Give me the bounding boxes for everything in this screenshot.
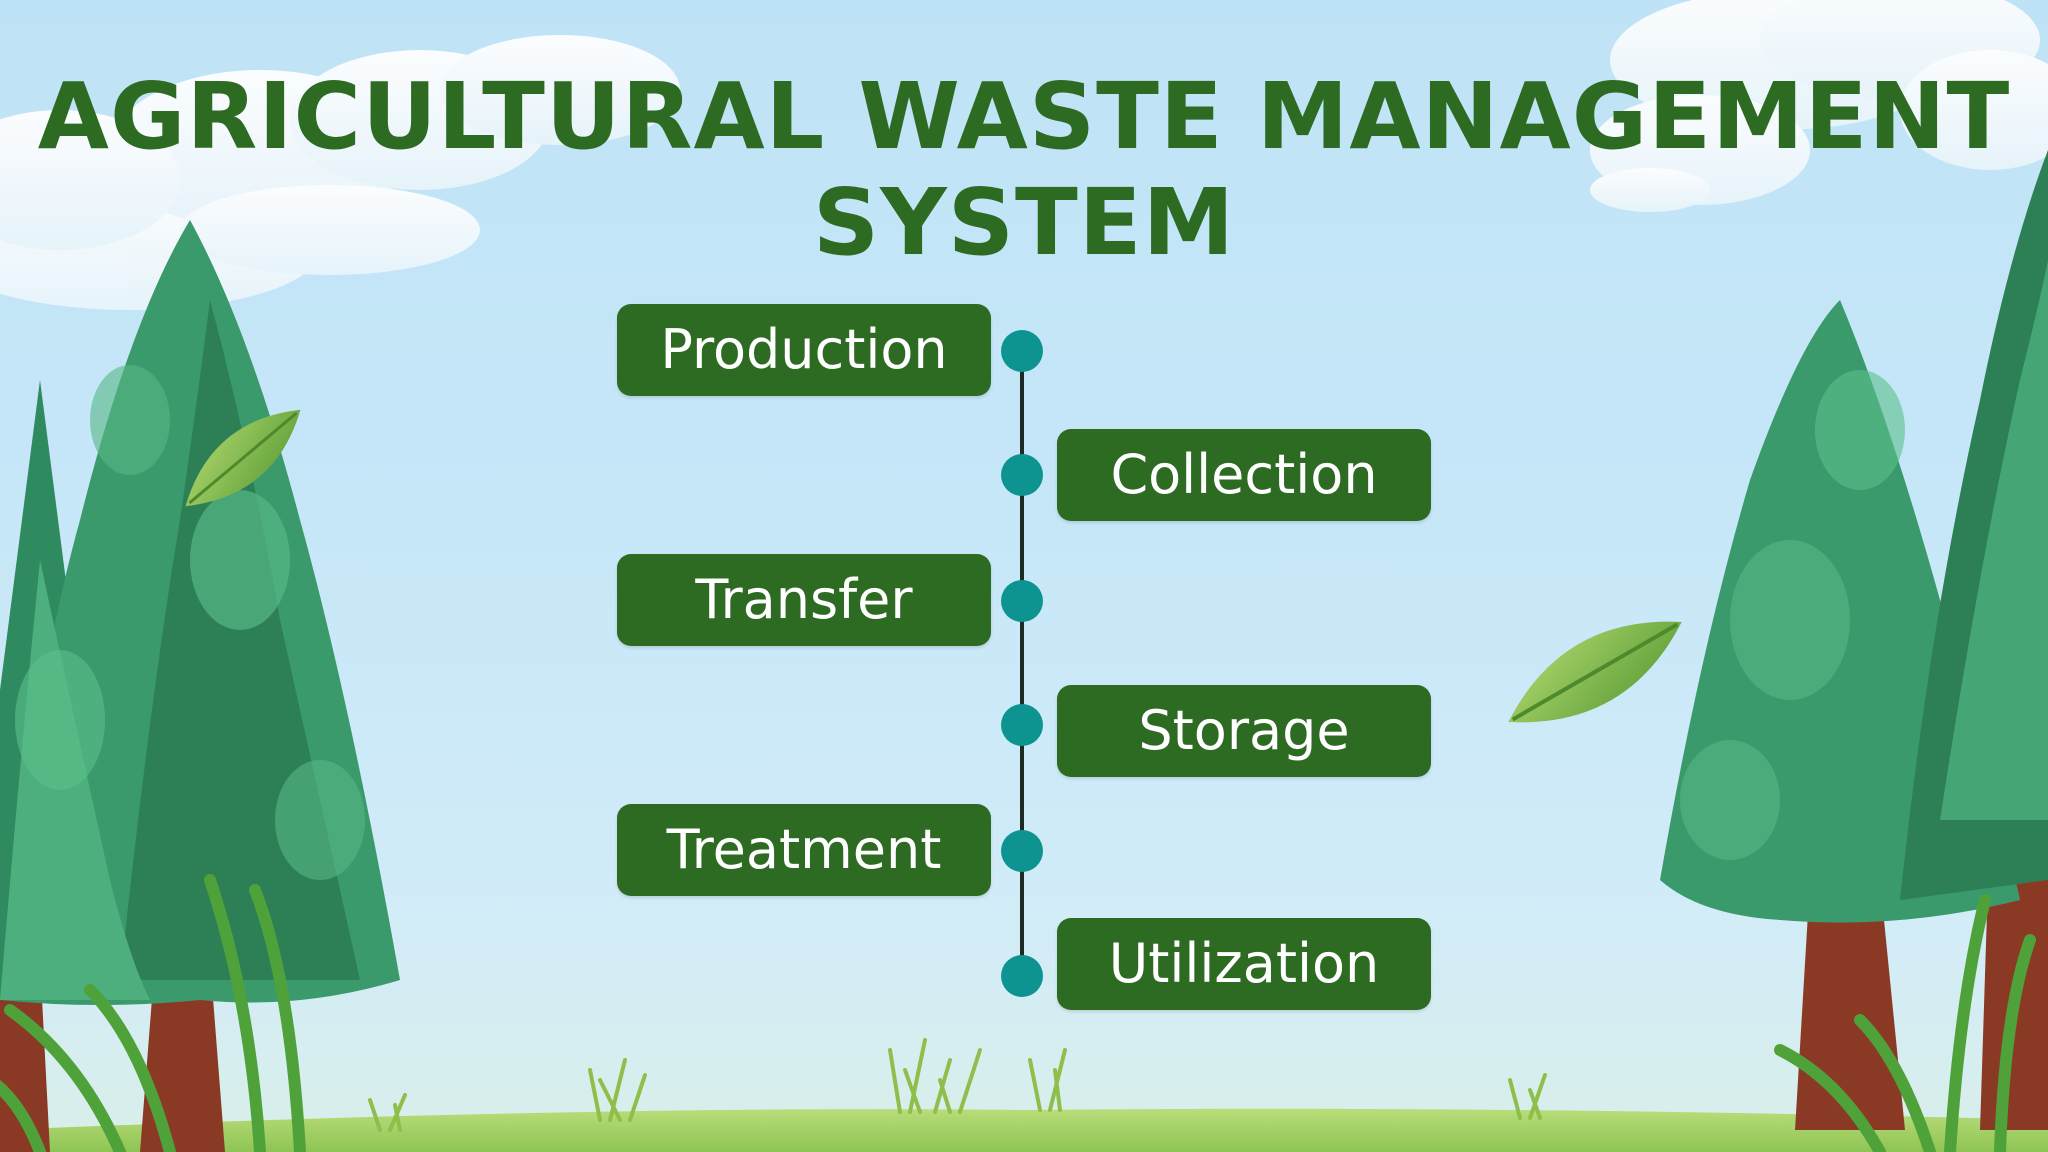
cloud-left bbox=[0, 35, 680, 310]
grass-tufts bbox=[368, 1038, 1547, 1132]
step-dot-utilization bbox=[1001, 955, 1043, 997]
step-box-storage: Storage bbox=[1057, 685, 1431, 777]
step-dot-storage bbox=[1001, 704, 1043, 746]
step-dot-collection bbox=[1001, 454, 1043, 496]
step-box-transfer: Transfer bbox=[617, 554, 991, 646]
title-line-2: SYSTEM bbox=[812, 169, 1236, 276]
timeline-axis bbox=[1020, 350, 1024, 976]
grass-left bbox=[0, 874, 306, 1152]
right-tree-main bbox=[1660, 150, 2048, 923]
step-dot-production bbox=[1001, 330, 1043, 372]
step-box-collection: Collection bbox=[1057, 429, 1431, 521]
leaf-left bbox=[185, 409, 301, 507]
title-line-1: AGRICULTURAL WASTE MANAGEMENT bbox=[37, 63, 2011, 170]
left-tree-main bbox=[0, 220, 400, 1005]
step-dot-treatment bbox=[1001, 830, 1043, 872]
step-box-treatment: Treatment bbox=[617, 804, 991, 896]
step-box-utilization: Utilization bbox=[1057, 918, 1431, 1010]
step-box-production: Production bbox=[617, 304, 991, 396]
leaf-right bbox=[1508, 621, 1682, 723]
ground bbox=[0, 1108, 2048, 1152]
grass-right bbox=[1774, 894, 2036, 1152]
cloud-right bbox=[1590, 0, 2048, 212]
step-dot-transfer bbox=[1001, 580, 1043, 622]
